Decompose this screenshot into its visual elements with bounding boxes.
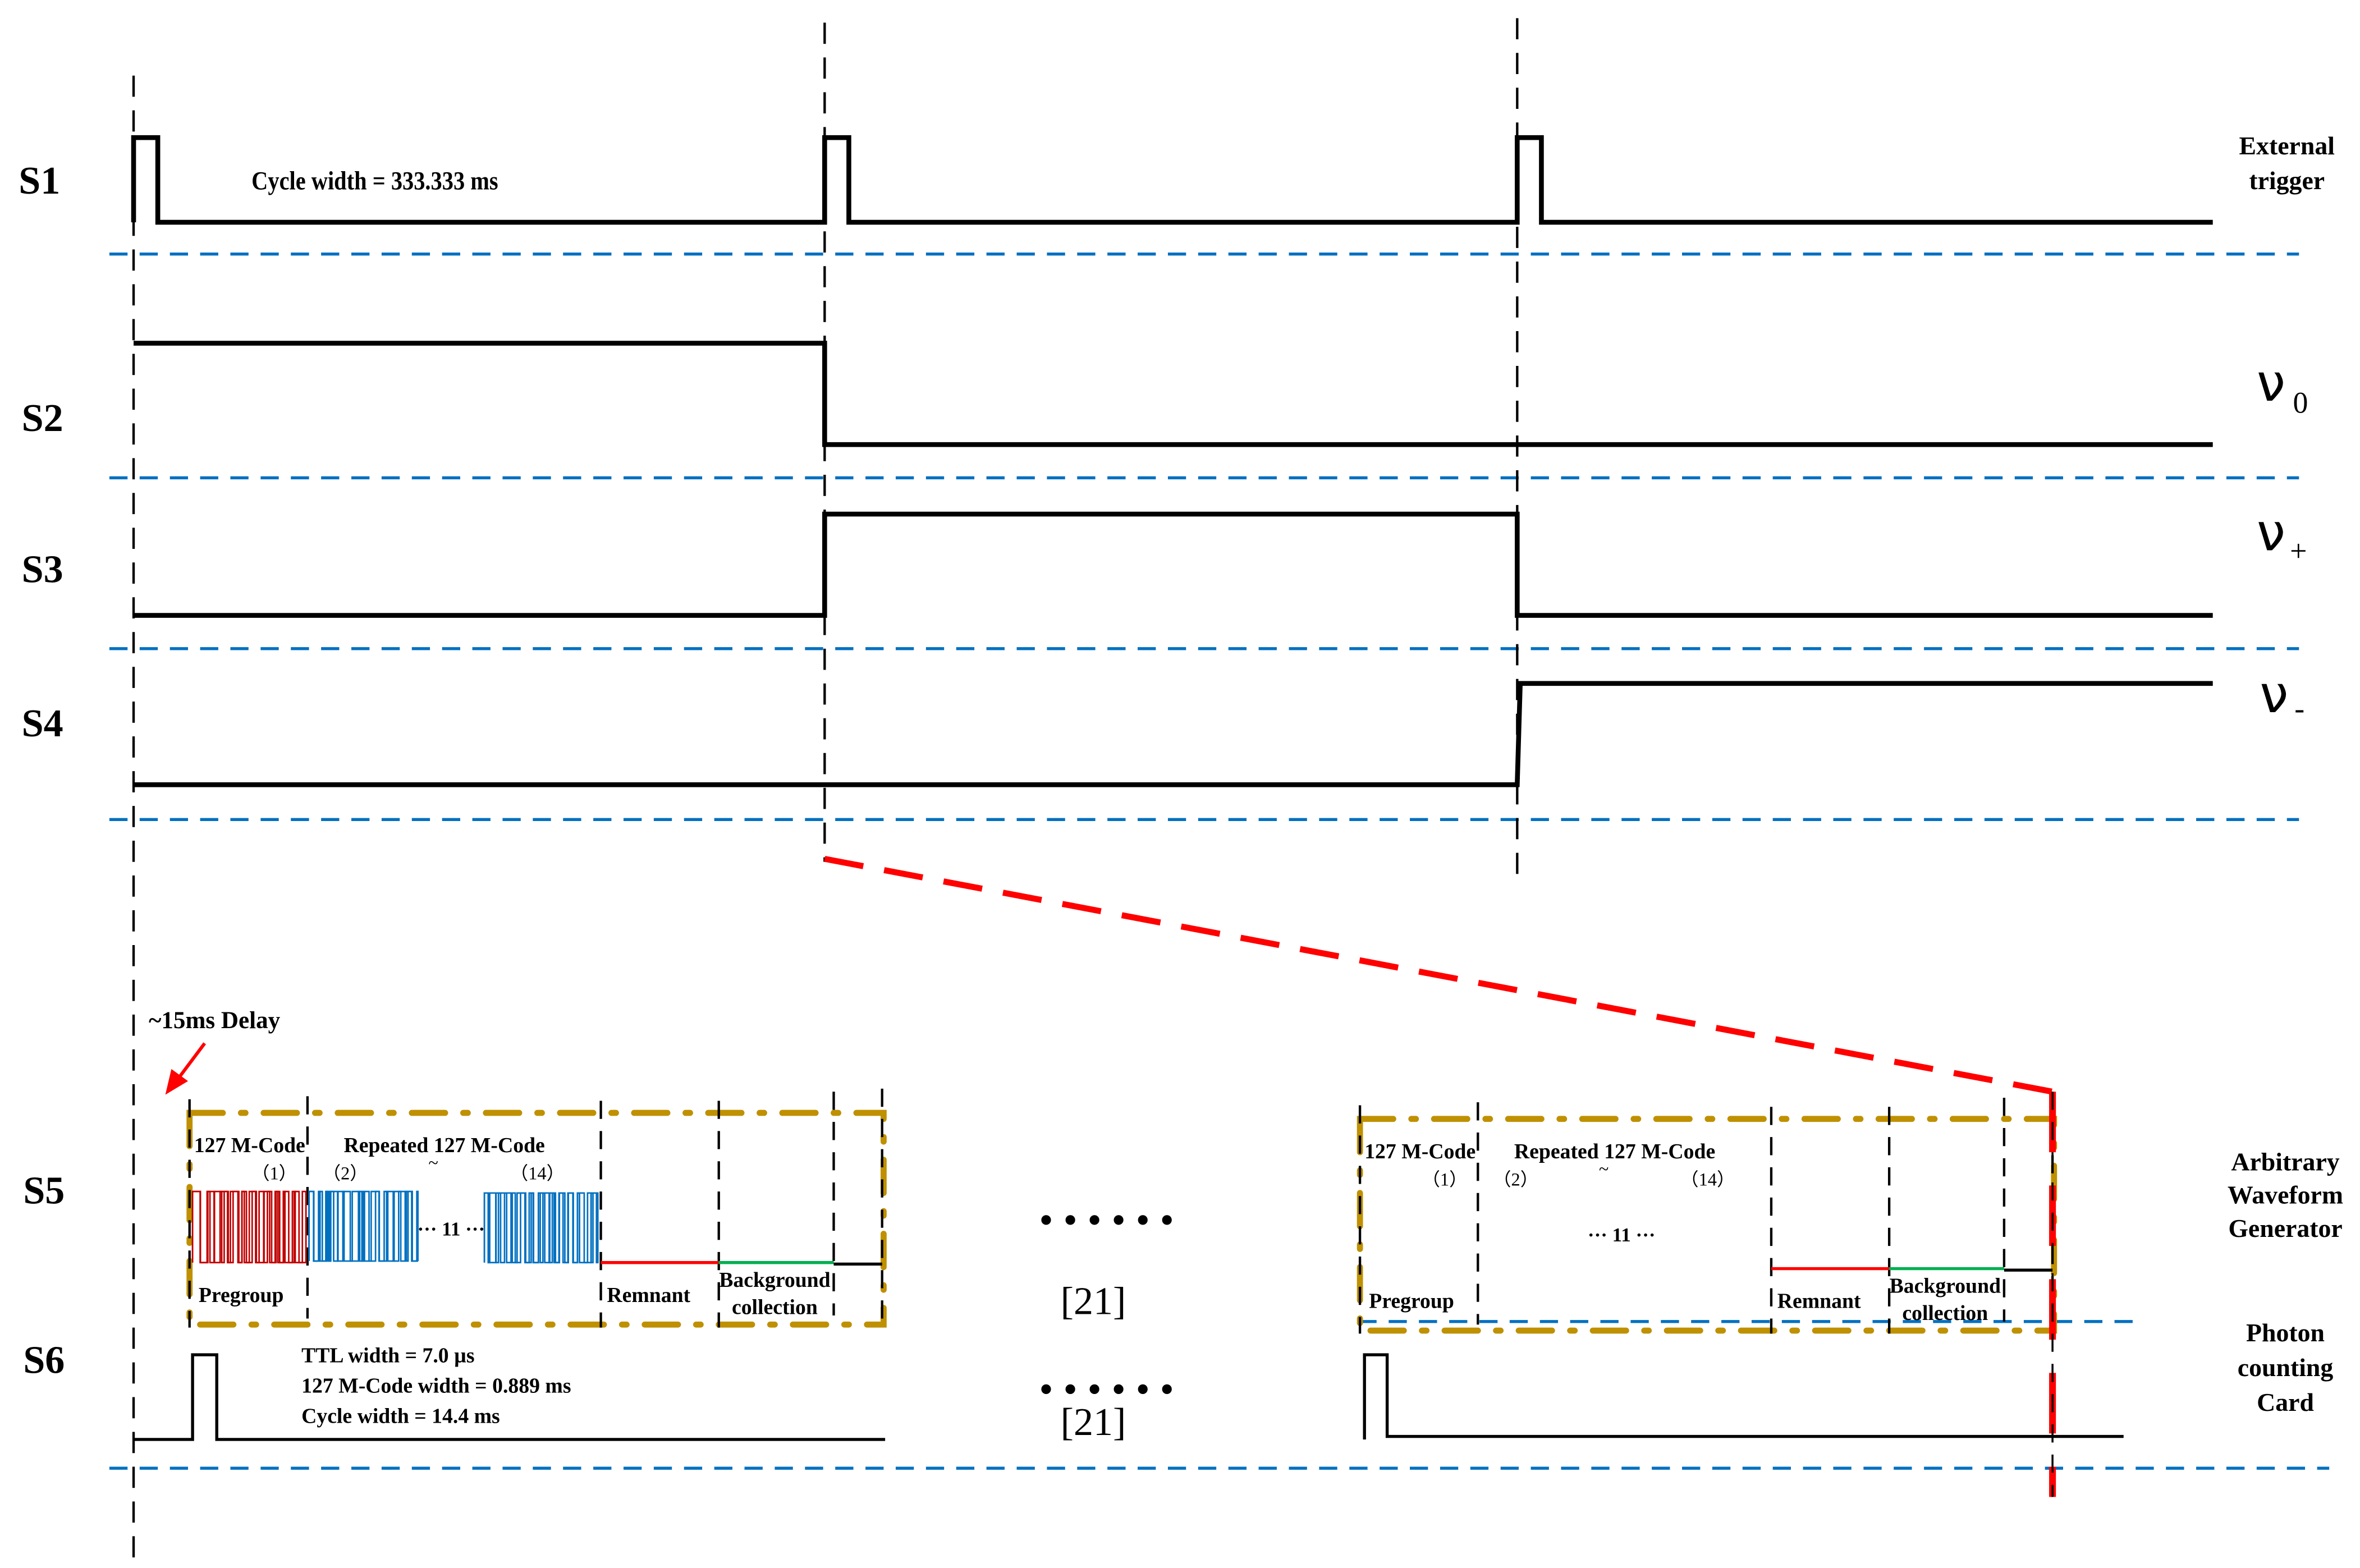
- right-label-photon-card: Photon counting Card: [2238, 1318, 2334, 1416]
- background-label: Background: [1890, 1274, 2001, 1298]
- background-label: collection: [732, 1295, 818, 1319]
- index-last: （14）: [510, 1163, 565, 1184]
- zoom-lines: [824, 856, 2056, 1497]
- m-code-waveform: [483, 1192, 599, 1264]
- row-label-s6: S6: [23, 1338, 65, 1382]
- row-label-s3: S3: [22, 548, 63, 591]
- delay-arrow-icon: [165, 1042, 207, 1095]
- m-code-waveform: [483, 1192, 599, 1264]
- repeated-code-label: Repeated 127 M-Code: [344, 1134, 545, 1157]
- delay-note: ~15ms Delay: [149, 1007, 281, 1034]
- remnant-label: Remnant: [1777, 1290, 1861, 1313]
- first-code-label: 127 M-Code: [1364, 1140, 1475, 1163]
- s5-block: 127 M-Code Repeated 127 M-Code （1） （2） ~ （14）…: [186, 1088, 887, 1331]
- right-label-line: trigger: [2249, 166, 2325, 195]
- index-second: （2）: [1493, 1169, 1538, 1189]
- right-label-awg: Arbitrary Waveform Generator: [2228, 1147, 2343, 1243]
- right-label-line: Card: [2257, 1388, 2314, 1416]
- index-first: （1）: [251, 1163, 297, 1184]
- nu-subscript: +: [2290, 534, 2307, 568]
- repeated-code-label: Repeated 127 M-Code: [1514, 1140, 1715, 1163]
- right-label-nu0: ν 0: [2257, 353, 2308, 420]
- right-label-line: External: [2239, 131, 2335, 160]
- m-code-trace: [191, 1190, 307, 1264]
- row-label-s4: S4: [22, 702, 63, 745]
- row-label-s1: S1: [19, 159, 60, 203]
- right-label-line: Waveform: [2228, 1181, 2343, 1209]
- index-tilde: ~: [428, 1153, 438, 1173]
- m-code-waveform: [308, 1190, 419, 1262]
- s3-waveform: [134, 511, 2213, 618]
- nu-symbol: ν: [2257, 353, 2285, 413]
- right-label-line: Generator: [2228, 1214, 2342, 1243]
- repeat-count-s5: [21]: [1061, 1280, 1126, 1323]
- repeat-dots-s6: ••••••: [1037, 1371, 1181, 1410]
- ellipsis-11: ··· 11 ···: [418, 1218, 485, 1240]
- right-label-line: counting: [2238, 1353, 2334, 1382]
- m-code-trace: [308, 1190, 419, 1262]
- ellipsis-11: ··· 11 ···: [1588, 1224, 1656, 1246]
- zoom-line-diagonal: [824, 856, 2054, 1095]
- repeat-count-s6: [21]: [1061, 1401, 1126, 1444]
- repeat-dots-s5: ••••••: [1037, 1202, 1181, 1240]
- signals: [131, 135, 2213, 1441]
- background-label: collection: [1902, 1301, 1988, 1325]
- nu-subscript: -: [2294, 691, 2304, 725]
- right-label-nu-plus: ν +: [2257, 503, 2307, 568]
- index-second: （2）: [323, 1163, 368, 1184]
- row-label-s2: S2: [22, 397, 63, 440]
- pregroup-label: Pregroup: [199, 1283, 284, 1307]
- mcode-width-note: 127 M-Code width = 0.889 ms: [301, 1374, 571, 1397]
- first-code-label: 127 M-Code: [194, 1134, 305, 1157]
- right-label-line: Photon: [2246, 1318, 2325, 1347]
- index-first: （1）: [1422, 1169, 1468, 1189]
- m-code-trace: [483, 1192, 599, 1264]
- m-code-trace: [483, 1192, 599, 1264]
- background-label: Background: [719, 1268, 830, 1292]
- index-last: （14）: [1680, 1169, 1735, 1189]
- index-tilde: ~: [1599, 1158, 1609, 1179]
- s5-blocks: 127 M-Code Repeated 127 M-Code （1） （2） ~ （14）…: [186, 1088, 2057, 1337]
- s2-waveform: [134, 341, 2213, 447]
- s4-waveform: [134, 681, 2213, 787]
- ttl-width-note: TTL width = 7.0 µs: [301, 1344, 474, 1368]
- right-label-nu-minus: ν -: [2260, 664, 2304, 725]
- s6-cycle-width-note: Cycle width = 14.4 ms: [301, 1404, 500, 1428]
- right-label-line: Arbitrary: [2231, 1147, 2339, 1176]
- s5-block: 127 M-Code Repeated 127 M-Code （1） （2） ~ （14）…: [1357, 1094, 2057, 1337]
- nu-symbol: ν: [2260, 664, 2288, 725]
- nu-subscript: 0: [2293, 386, 2308, 420]
- pregroup-label: Pregroup: [1369, 1290, 1454, 1313]
- right-label-external-trigger: External trigger: [2239, 131, 2335, 195]
- row-label-s5: S5: [23, 1170, 65, 1213]
- block-frame: [186, 1109, 887, 1328]
- remnant-label: Remnant: [607, 1283, 690, 1307]
- s1-waveform: [131, 135, 2213, 225]
- s6-waveform: [1363, 1353, 2124, 1439]
- nu-symbol: ν: [2257, 503, 2285, 563]
- s6-waveform: [134, 1353, 886, 1441]
- m-code-waveform: [191, 1190, 307, 1264]
- s1-cycle-width-note: Cycle width = 333.333 ms: [251, 167, 498, 195]
